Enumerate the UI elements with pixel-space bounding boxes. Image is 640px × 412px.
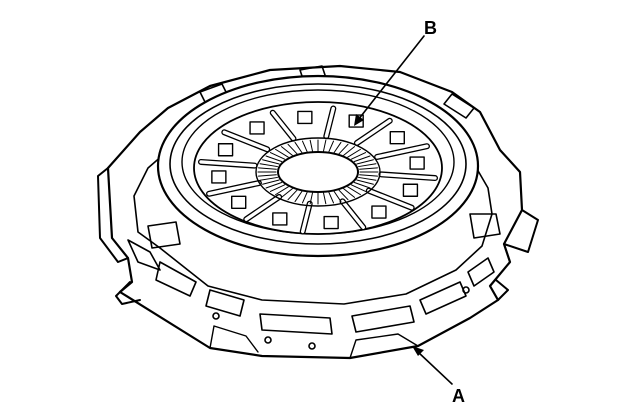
hub-hatch-line: [358, 176, 377, 181]
hub-hatch-line: [359, 174, 378, 177]
callout-a: A: [412, 346, 465, 406]
spring-finger-inner: [301, 202, 312, 234]
spring-finger-inner: [355, 119, 392, 145]
hub-hatch-line: [359, 167, 378, 170]
hub-hatch-line: [258, 174, 277, 177]
hub-hatch-line: [322, 139, 327, 152]
spring-finger-inner: [271, 111, 296, 141]
hub-hatch-line: [350, 184, 367, 192]
hub-hatch-line: [350, 152, 367, 160]
spring-slot: [402, 183, 419, 197]
hub-hatch-line: [358, 163, 377, 168]
spring-slot: [409, 156, 425, 170]
hub-hatch-line: [309, 192, 314, 205]
hub-hatch-line: [280, 188, 293, 198]
spring-finger-inner: [379, 172, 437, 180]
callout-b-label: B: [424, 18, 437, 38]
hub-hatch-line: [343, 188, 356, 198]
spring-finger-inner: [340, 199, 365, 229]
spring-finger-inner: [375, 144, 429, 159]
hub-hatch-line: [265, 182, 283, 189]
spring-finger-inner: [207, 181, 261, 196]
spring-slot: [371, 205, 387, 219]
hub-hatch-line: [338, 143, 349, 155]
hub-hatch-line: [280, 146, 293, 156]
hub-hatch-line: [287, 189, 298, 201]
spring-slot: [272, 212, 288, 226]
hub-hatch-line: [269, 152, 286, 160]
hub-hatch-line: [258, 167, 277, 170]
spring-slot: [211, 170, 227, 184]
spring-slot: [323, 215, 339, 230]
spring-finger-inner: [367, 188, 414, 210]
hub-hatch-line: [328, 140, 335, 153]
hub-hatch-line: [262, 159, 280, 165]
hub-hatch-line: [356, 179, 374, 185]
hub-hatch-line: [309, 139, 314, 152]
hub-hatch-line: [265, 155, 283, 162]
spring-slot: [217, 143, 234, 157]
spring-slot: [297, 110, 313, 125]
hub-hatch-line: [294, 141, 303, 154]
hub-hatch-line: [333, 141, 342, 154]
hub-hatch-line: [294, 190, 303, 203]
hub-hatch-line: [353, 182, 371, 189]
hub-hatch-line: [275, 148, 289, 158]
hub-hatch-line: [259, 176, 278, 181]
hub-hatch-line: [347, 148, 361, 158]
hub-hatch-line: [287, 143, 298, 155]
callout-b: B: [354, 18, 437, 126]
callout-a-label: A: [452, 386, 465, 406]
spring-finger-inner: [324, 106, 335, 138]
hub-hatch-line: [347, 186, 361, 196]
spring-finger-inner: [222, 130, 269, 152]
hub-hatch-line: [338, 189, 349, 201]
hub-hatch-line: [343, 146, 356, 156]
spring-finger-inner: [199, 160, 257, 168]
hub-hatch-line: [301, 191, 308, 204]
hub-hatch-line: [333, 190, 342, 203]
hub-hatch-line: [259, 163, 278, 168]
hub-hatch-line: [262, 179, 280, 185]
hub-hatch-line: [275, 186, 289, 196]
spring-slot: [231, 195, 247, 210]
diaphragm-spring: [193, 101, 443, 235]
hub-hatch-line: [301, 140, 308, 153]
spring-finger-inner: [244, 195, 281, 221]
hub-hatch-line: [356, 159, 374, 165]
hub-hatch-line: [269, 184, 286, 192]
hub-hatch-line: [322, 192, 327, 205]
hub-hatch-line: [328, 191, 335, 204]
spring-slot: [389, 130, 405, 145]
hub-hatch-line: [353, 155, 371, 162]
spring-slot: [249, 121, 265, 135]
